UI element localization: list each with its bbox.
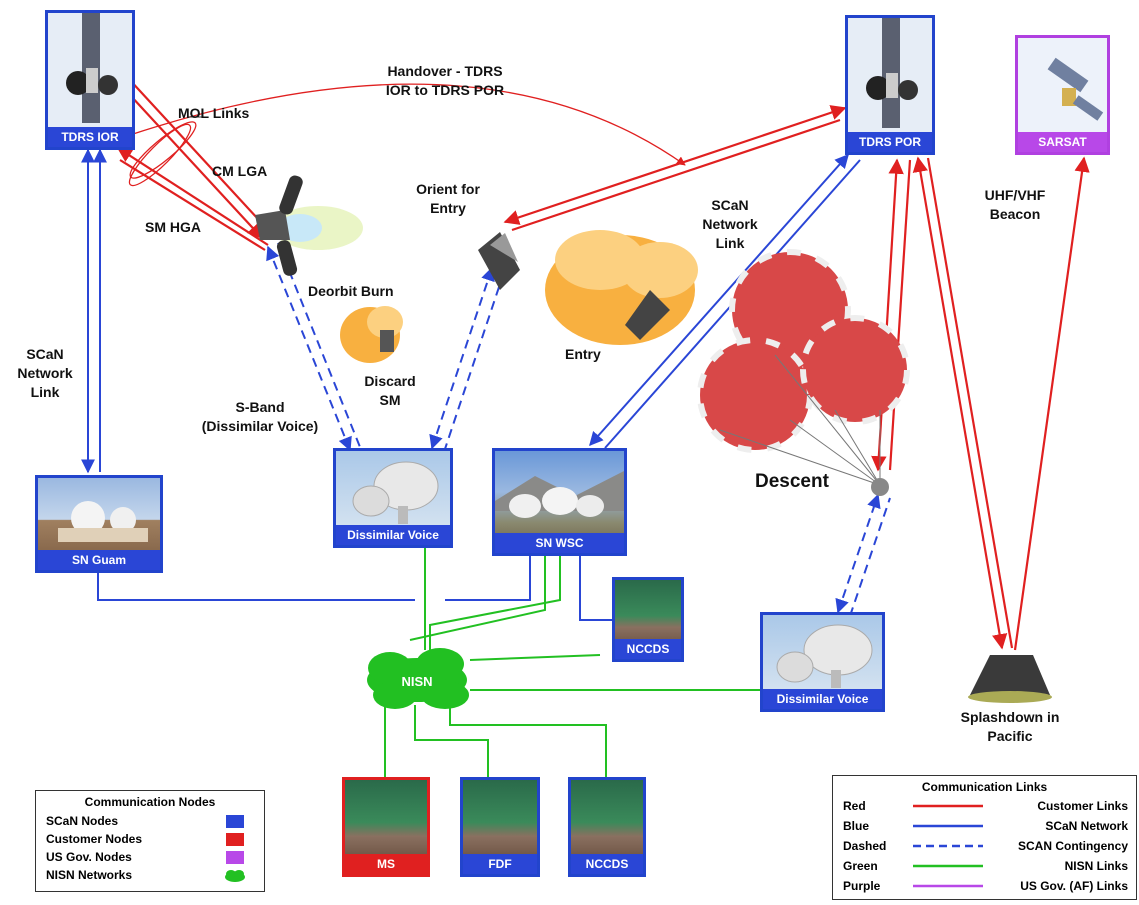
nisn-links — [384, 545, 760, 778]
orient-for-entry-label: Orient for Entry — [416, 181, 480, 216]
legend-node-label: SCaN Nodes — [46, 814, 119, 828]
sn-guam-label: SN Guam — [38, 550, 160, 570]
radome-icon — [58, 501, 148, 542]
legend-node-row: Customer Nodes — [46, 831, 142, 847]
legend-swatch — [226, 833, 244, 846]
legend-link-name: Purple — [843, 879, 881, 893]
tdrs-ior-label: TDRS IOR — [48, 127, 132, 147]
nccds-node-2: NCCDS — [568, 777, 646, 877]
ms-node: MS — [342, 777, 430, 877]
deorbit-burn-label: Deorbit Burn — [308, 283, 394, 299]
scan-link-left-label: SCaN Network Link — [17, 346, 73, 400]
legend-link-label: US Gov. (AF) Links — [1020, 879, 1128, 893]
uhf-vhf-label: UHF/VHF Beacon — [984, 187, 1046, 222]
dissimilar-voice-node-2: Dissimilar Voice — [760, 612, 885, 712]
dish-antenna-icon — [776, 624, 873, 688]
cloud-icon — [225, 870, 245, 882]
nccds-label-2: NCCDS — [571, 854, 643, 874]
discard-sm-label: Discard SM — [364, 373, 416, 408]
legend-link-label: Customer Links — [1037, 799, 1128, 813]
scan-link-right-label: SCaN Network Link — [702, 197, 758, 251]
sm-hga-label: SM HGA — [145, 219, 201, 235]
entry-cloud-art — [545, 230, 698, 345]
legend-lines — [913, 804, 983, 888]
mol-links-label: MOL Links — [178, 105, 250, 121]
descent-label: Descent — [755, 471, 829, 492]
dissimilar-voice-label-1: Dissimilar Voice — [336, 525, 450, 545]
legend-swatch — [226, 815, 244, 828]
dish-antenna-icon — [352, 461, 439, 524]
dissimilar-voice-label-2: Dissimilar Voice — [763, 689, 882, 709]
nisn-label: NISN — [401, 674, 433, 689]
entry-label: Entry — [565, 346, 601, 362]
dissimilar-voice-node-1: Dissimilar Voice — [333, 448, 453, 548]
legend-nodes: Communication Nodes SCaN Nodes Customer … — [35, 790, 265, 892]
nisn-cloud — [367, 648, 469, 709]
legend-swatch — [226, 851, 244, 864]
fdf-label: FDF — [463, 854, 537, 874]
legend-link-name: Dashed — [843, 839, 887, 853]
legend-link-label: SCAN Contingency — [1017, 839, 1128, 853]
dish-antenna-icon — [495, 471, 624, 518]
legend-node-row: NISN Networks — [46, 867, 132, 883]
sband-label: S-Band (Dissimilar Voice) — [201, 399, 319, 434]
cm-lga-label: CM LGA — [212, 163, 268, 179]
sarsat-node: SARSAT — [1015, 35, 1110, 155]
satellite-icon — [66, 13, 118, 123]
legend-link-label: NISN Links — [1064, 859, 1128, 873]
legend-link-name: Green — [843, 859, 878, 873]
sarsat-label: SARSAT — [1018, 132, 1107, 152]
legend-link-label: SCaN Network — [1045, 819, 1128, 833]
sn-guam-node: SN Guam — [35, 475, 163, 573]
legend-link-name: Blue — [843, 819, 870, 833]
legend-node-label: NISN Networks — [46, 868, 133, 882]
sn-wsc-node: SN WSC — [492, 448, 627, 556]
satellite-icon — [1047, 57, 1104, 121]
legend-links: Communication Links Red Blue Dashed Gree… — [832, 775, 1137, 900]
nccds-label-1: NCCDS — [615, 639, 681, 659]
ms-label: MS — [345, 854, 427, 874]
sn-wsc-label: SN WSC — [495, 533, 624, 553]
spacecraft-sm-art — [255, 175, 363, 276]
nccds-node-1: NCCDS — [612, 577, 684, 662]
legend-nodes-title: Communication Nodes — [84, 795, 216, 809]
legend-node-row: SCaN Nodes — [46, 813, 118, 829]
tdrs-por-label: TDRS POR — [848, 132, 932, 152]
legend-link-name: Red — [843, 799, 866, 813]
parachutes-art — [697, 249, 910, 496]
contingency-links — [266, 242, 891, 617]
fdf-node: FDF — [460, 777, 540, 877]
handover-label: Handover - TDRS IOR to TDRS POR — [385, 63, 505, 98]
deorbit-cloud-art — [340, 306, 403, 363]
legend-node-row: US Gov. Nodes — [46, 849, 132, 865]
tdrs-ior-node: TDRS IOR — [45, 10, 135, 150]
splashdown-label: Splashdown in Pacific — [960, 709, 1060, 744]
splashdown-capsule-art — [968, 655, 1052, 703]
legend-node-label: US Gov. Nodes — [46, 850, 132, 864]
legend-node-label: Customer Nodes — [46, 832, 143, 846]
legend-links-title: Communication Links — [921, 780, 1048, 794]
satellite-icon — [866, 18, 918, 128]
tdrs-por-node: TDRS POR — [845, 15, 935, 155]
